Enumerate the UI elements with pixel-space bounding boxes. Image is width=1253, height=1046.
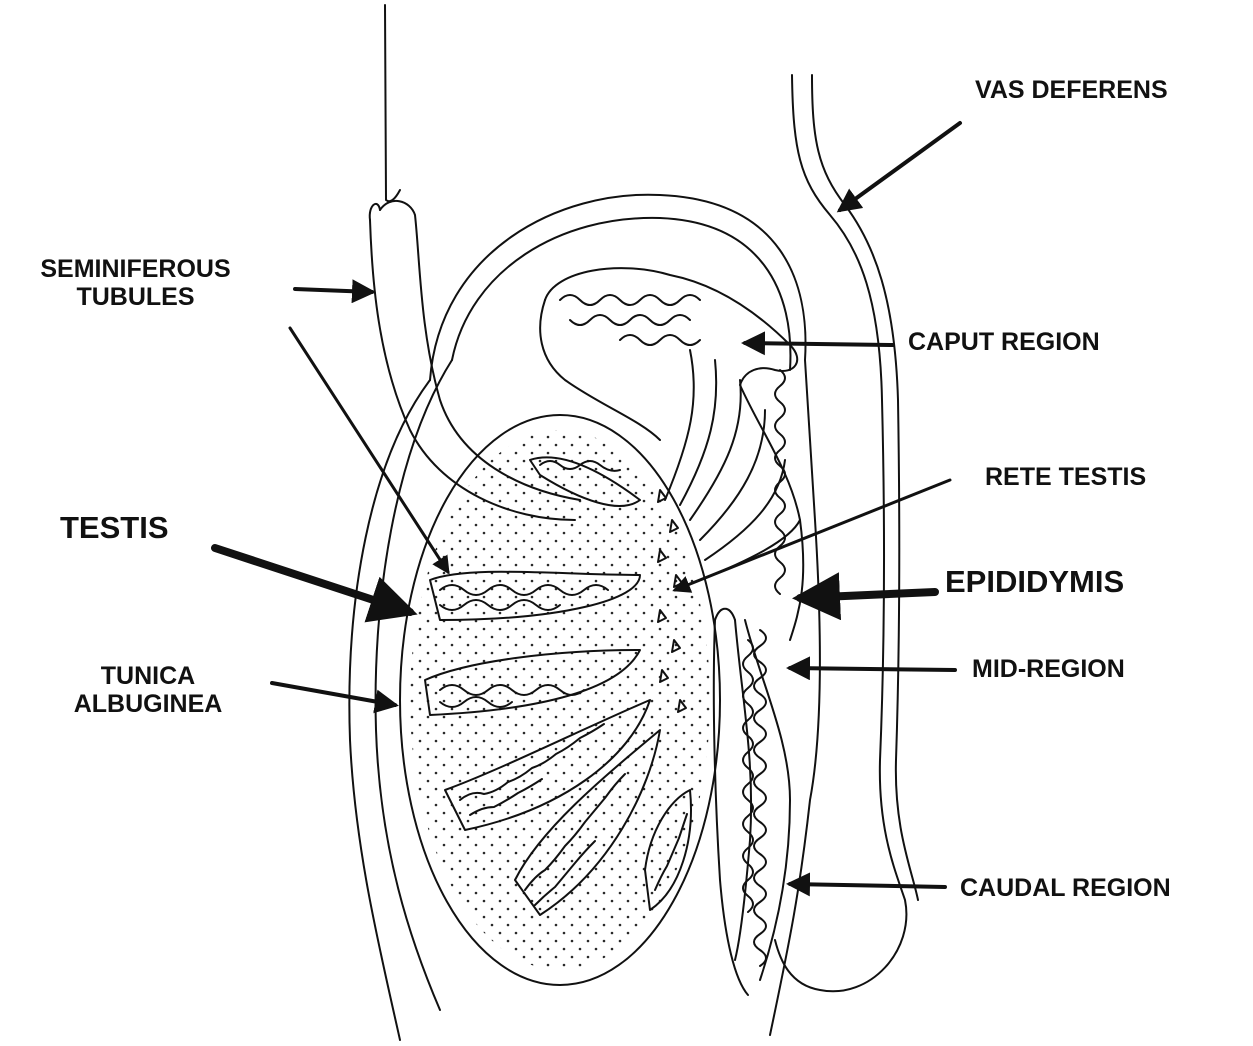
arrow-caudal-region	[790, 884, 945, 887]
label-vas-deferens: VAS DEFERENS	[975, 76, 1168, 104]
label-epididymis: EPIDIDYMIS	[945, 565, 1124, 600]
label-testis: TESTIS	[60, 511, 169, 546]
label-tunica-line1: TUNICA	[48, 662, 248, 690]
arrow-seminiferous-2	[290, 328, 448, 572]
middle-tunica-layer	[452, 218, 790, 370]
vas-deferens-outer	[775, 75, 906, 991]
label-seminiferous-line2: TUBULES	[8, 283, 263, 311]
testis-stipple	[410, 430, 710, 970]
label-seminiferous-tubules: SEMINIFEROUS TUBULES	[8, 255, 263, 311]
label-caput-region: CAPUT REGION	[908, 328, 1100, 356]
spermatic-cord-line	[385, 5, 400, 201]
label-rete-testis: RETE TESTIS	[985, 463, 1146, 491]
arrow-vas-deferens	[840, 123, 960, 210]
arrow-seminiferous-1	[295, 289, 372, 292]
label-seminiferous-line1: SEMINIFEROUS	[8, 255, 263, 283]
arrow-epididymis	[800, 592, 935, 598]
label-tunica-line2: ALBUGINEA	[48, 690, 248, 718]
arrow-testis	[215, 548, 410, 612]
arrow-mid-region	[790, 668, 955, 670]
label-mid-region: MID-REGION	[972, 655, 1125, 683]
arrow-rete-testis	[675, 480, 950, 590]
caput-inner	[540, 300, 660, 440]
label-caudal-region: CAUDAL REGION	[960, 874, 1171, 902]
vas-deferens-inner	[812, 75, 918, 900]
arrow-caput-region	[745, 343, 893, 345]
label-tunica-albuginea: TUNICA ALBUGINEA	[48, 662, 248, 718]
